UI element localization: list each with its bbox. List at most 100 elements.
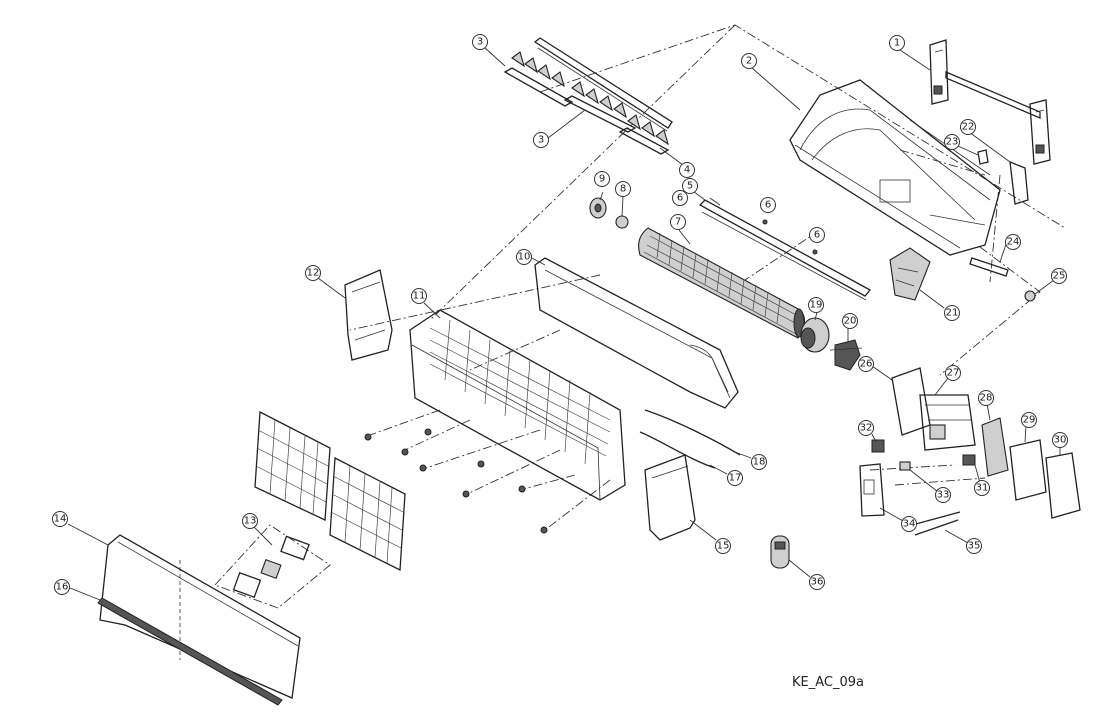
front-housing	[409, 309, 626, 501]
svg-text:26: 26	[860, 359, 873, 370]
callout-3b: 3	[533, 132, 549, 148]
svg-text:6: 6	[765, 200, 771, 211]
svg-text:3: 3	[538, 135, 544, 146]
svg-text:2: 2	[746, 56, 752, 67]
evaporator-panel	[534, 257, 739, 409]
callout-11: 11	[411, 288, 427, 304]
svg-text:21: 21	[946, 308, 959, 319]
svg-text:14: 14	[54, 514, 67, 525]
left-side-cover	[344, 269, 393, 361]
svg-text:23: 23	[946, 137, 959, 148]
remote-control	[770, 535, 790, 569]
callout-17: 17	[727, 470, 743, 486]
callout-26: 26	[858, 356, 874, 372]
svg-text:34: 34	[903, 519, 916, 530]
svg-text:6: 6	[677, 193, 683, 204]
air-deflector	[698, 199, 872, 301]
svg-text:17: 17	[729, 473, 742, 484]
filter-modules	[232, 535, 310, 599]
louver-set-upper	[503, 51, 574, 107]
svg-text:12: 12	[307, 268, 320, 279]
callout-31: 31	[974, 480, 990, 496]
fan-bracket	[889, 247, 931, 301]
callout-36: 36	[809, 574, 825, 590]
callout-21: 21	[944, 305, 960, 321]
svg-text:30: 30	[1054, 435, 1067, 446]
svg-text:9: 9	[599, 174, 605, 185]
svg-text:8: 8	[620, 184, 626, 195]
callout-28: 28	[978, 390, 994, 406]
callout-34: 34	[901, 516, 917, 532]
callout-32: 32	[858, 420, 874, 436]
callout-10: 10	[516, 249, 532, 265]
callout-4: 4	[679, 162, 695, 178]
callout-27: 27	[945, 365, 961, 381]
callout-23: 23	[944, 134, 960, 150]
callout-6c: 6	[809, 227, 825, 243]
svg-text:6: 6	[814, 230, 820, 241]
svg-text:11: 11	[413, 291, 426, 302]
svg-text:28: 28	[980, 393, 993, 404]
callout-6a: 6	[672, 190, 688, 206]
svg-text:33: 33	[937, 490, 950, 501]
nut-part	[1024, 290, 1036, 302]
svg-text:20: 20	[844, 316, 857, 327]
svg-text:16: 16	[56, 582, 69, 593]
callout-12: 12	[305, 265, 321, 281]
callout-5: 5	[682, 178, 698, 194]
svg-text:24: 24	[1007, 237, 1020, 248]
wire-harness	[639, 409, 741, 469]
callout-14: 14	[52, 511, 68, 527]
callout-7: 7	[670, 214, 686, 230]
callout-13: 13	[242, 513, 258, 529]
svg-text:1: 1	[894, 38, 900, 49]
callout-1: 1	[889, 35, 905, 51]
svg-text:22: 22	[962, 122, 975, 133]
svg-text:7: 7	[675, 217, 681, 228]
motor-clamp	[829, 339, 863, 371]
callout-3: 3	[472, 34, 488, 50]
svg-text:27: 27	[947, 368, 960, 379]
louver-set-middle	[563, 81, 637, 133]
mounting-plate	[929, 39, 1051, 165]
svg-text:3: 3	[477, 37, 483, 48]
callout-16: 16	[54, 579, 70, 595]
svg-text:18: 18	[753, 457, 766, 468]
svg-text:15: 15	[717, 541, 730, 552]
svg-text:25: 25	[1053, 271, 1066, 282]
callout-35: 35	[966, 538, 982, 554]
callout-29: 29	[1021, 412, 1037, 428]
svg-text:10: 10	[518, 252, 531, 263]
callout-24: 24	[1005, 234, 1021, 250]
callout-8: 8	[615, 181, 631, 197]
callout-20: 20	[842, 313, 858, 329]
callout-30: 30	[1052, 432, 1068, 448]
callout-15: 15	[715, 538, 731, 554]
callout-25: 25	[1051, 268, 1067, 284]
assembly-lines	[214, 24, 1066, 609]
louver-rail	[533, 37, 673, 132]
electrical-box	[859, 367, 1081, 536]
screws	[364, 428, 548, 534]
panel-strip	[97, 597, 283, 706]
right-side-cover	[644, 454, 696, 541]
callout-6b: 6	[760, 197, 776, 213]
callout-19: 19	[808, 297, 824, 313]
louver-set-lower	[618, 114, 670, 155]
svg-text:32: 32	[860, 423, 873, 434]
callout-2: 2	[741, 53, 757, 69]
air-filter-left	[254, 410, 331, 521]
air-filter-right	[329, 456, 406, 572]
svg-text:36: 36	[811, 577, 824, 588]
svg-text:35: 35	[968, 541, 981, 552]
figure-code: KE_AC_09a	[792, 675, 864, 690]
svg-text:4: 4	[684, 165, 690, 176]
cross-flow-fan	[638, 227, 806, 339]
svg-text:13: 13	[244, 516, 257, 527]
callout-9: 9	[594, 171, 610, 187]
drain-pipe	[969, 257, 1009, 277]
chassis-frame	[789, 79, 1001, 256]
bearing-holder	[589, 197, 629, 229]
callout-22: 22	[960, 119, 976, 135]
